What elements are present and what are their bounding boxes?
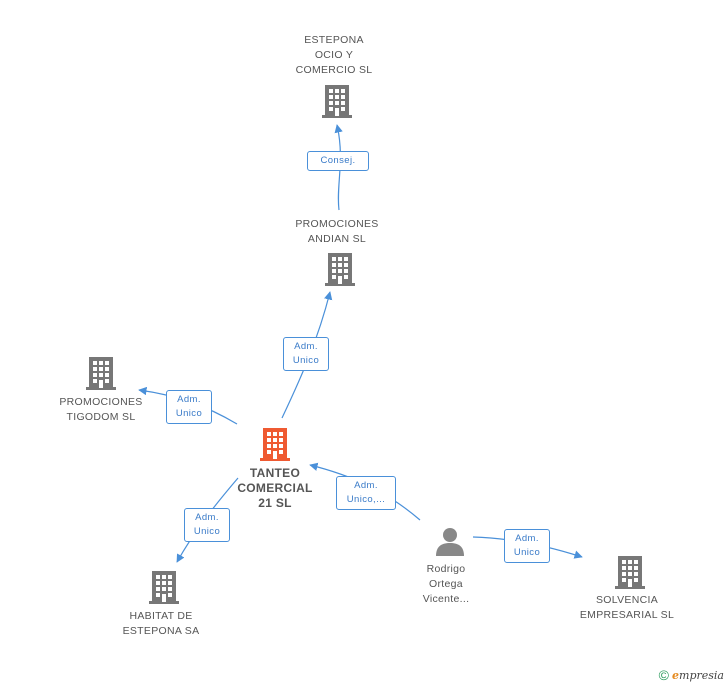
edge-label-tanteo-andian[interactable]: Adm. Unico — [283, 337, 329, 371]
edge-label-tanteo-tigodom[interactable]: Adm. Unico — [166, 390, 212, 424]
company-icon[interactable] — [149, 570, 179, 604]
node-label-estepona: ESTEPONA OCIO Y COMERCIO SL — [295, 34, 373, 76]
edge-label-tanteo-habitat[interactable]: Adm. Unico — [184, 508, 230, 542]
copyright-icon: © — [658, 667, 669, 683]
company-icon[interactable] — [615, 555, 645, 589]
node-label-rodrigo: Rodrigo Ortega Vicente... — [422, 563, 470, 605]
edge-label-rodrigo-tanteo[interactable]: Adm. Unico,... — [336, 476, 396, 510]
person-icon[interactable] — [435, 527, 465, 557]
node-label-tigodom: PROMOCIONES TIGODOM SL — [59, 396, 143, 423]
brand-logo: empresia — [672, 669, 724, 682]
company-icon[interactable] — [325, 252, 355, 286]
edge-label-rodrigo-solvencia[interactable]: Adm. Unico — [504, 529, 550, 563]
node-label-tanteo: TANTEO COMERCIAL 21 SL — [237, 466, 313, 510]
company-icon[interactable] — [322, 84, 352, 118]
node-label-solvencia: SOLVENCIA EMPRESARIAL SL — [579, 594, 675, 621]
node-label-habitat: HABITAT DE ESTEPONA SA — [122, 610, 200, 637]
footer-brand: © empresia — [659, 667, 724, 683]
company-icon-focus[interactable] — [260, 427, 290, 461]
edge-andian-estepona — [334, 124, 343, 211]
node-label-andian: PROMOCIONES ANDIAN SL — [295, 218, 379, 245]
edge-label-andian-estepona[interactable]: Consej. — [307, 151, 369, 171]
company-icon[interactable] — [86, 356, 116, 390]
